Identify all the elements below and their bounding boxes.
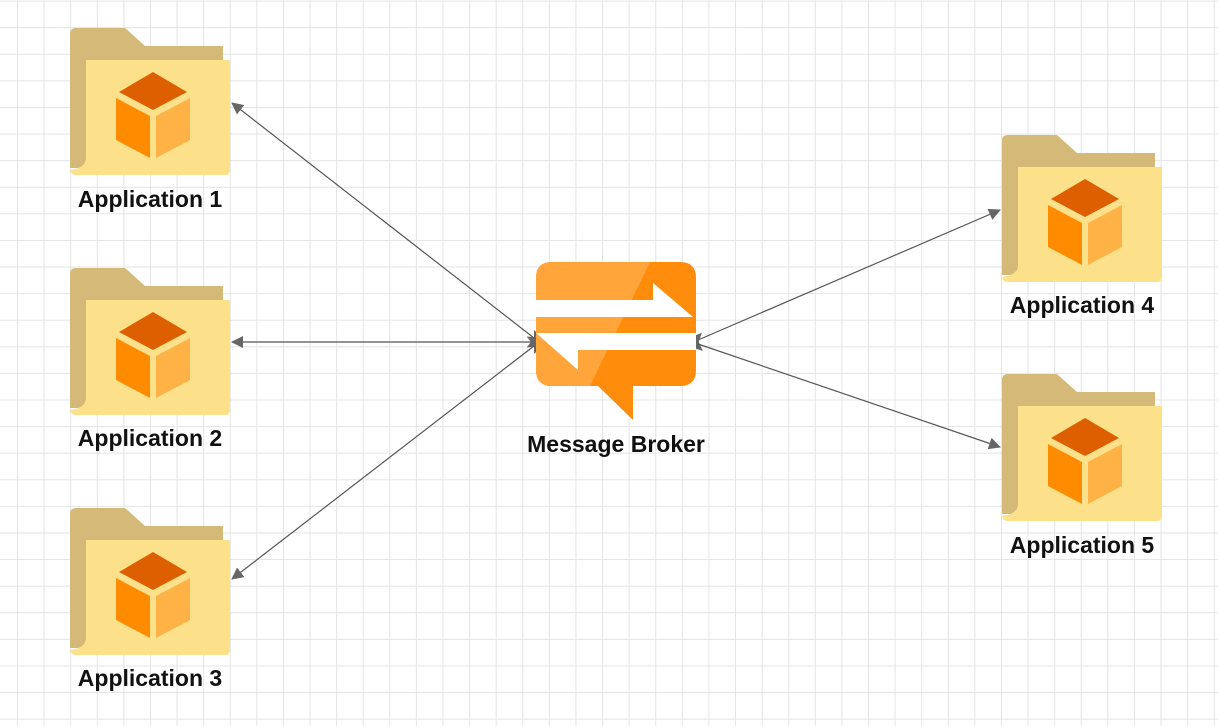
application-4-label: Application 4 bbox=[1009, 292, 1155, 318]
edge-broker-app3[interactable] bbox=[231, 336, 545, 580]
edge-broker-app5[interactable] bbox=[685, 332, 1001, 450]
application-5-label: Application 5 bbox=[1009, 532, 1155, 558]
application-3-folder-icon[interactable] bbox=[70, 508, 230, 655]
edge-broker-app1[interactable] bbox=[231, 102, 545, 348]
application-2-folder-icon[interactable] bbox=[70, 268, 230, 415]
application-5-folder-icon[interactable] bbox=[1002, 374, 1162, 521]
message-broker-label: Message Broker bbox=[527, 431, 705, 457]
edge-broker-app4[interactable] bbox=[686, 208, 1001, 352]
application-1-folder-icon[interactable] bbox=[70, 28, 230, 175]
message-broker-icon[interactable] bbox=[536, 262, 696, 420]
application-3-label: Application 3 bbox=[77, 665, 223, 691]
application-2-label: Application 2 bbox=[77, 425, 223, 451]
application-1-label: Application 1 bbox=[77, 186, 223, 212]
application-4-folder-icon[interactable] bbox=[1002, 135, 1162, 282]
